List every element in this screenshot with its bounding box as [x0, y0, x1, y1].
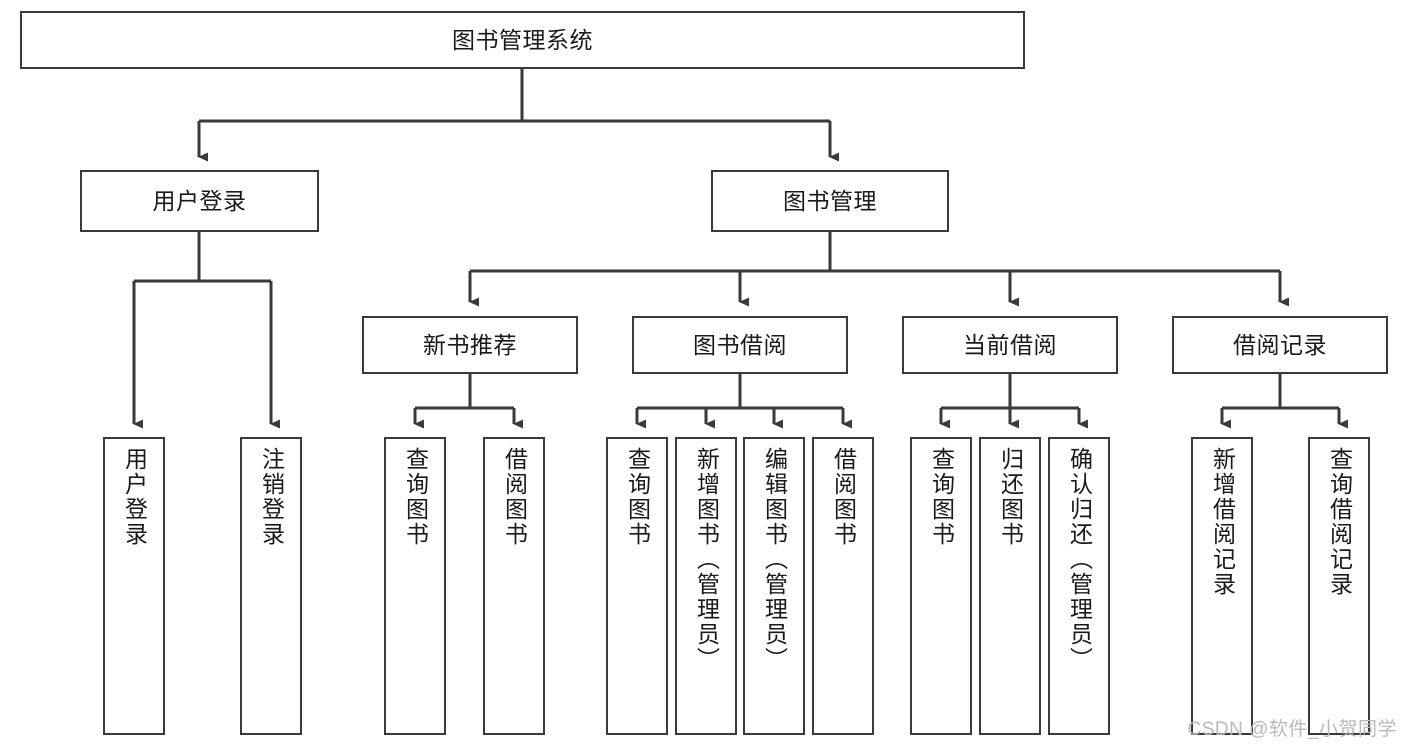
- node-leaf-add-book-label: 新增图书（管理员）: [693, 447, 720, 672]
- node-root[interactable]: 图书管理系统: [20, 11, 1025, 69]
- node-leaf-confirm-return[interactable]: 确认归还（管理员）: [1048, 437, 1110, 735]
- node-leaf-borrow-book-2-label: 借阅图书: [830, 447, 857, 547]
- node-leaf-borrow-book-1[interactable]: 借阅图书: [483, 437, 545, 735]
- node-new-book-rec-label: 新书推荐: [423, 331, 517, 358]
- node-leaf-query-record-label: 查询借阅记录: [1326, 447, 1353, 597]
- node-leaf-query-book-3[interactable]: 查询图书: [910, 437, 972, 735]
- node-current-borrow-label: 当前借阅: [963, 331, 1057, 358]
- node-leaf-user-login-label: 用户登录: [121, 447, 148, 547]
- node-leaf-add-record[interactable]: 新增借阅记录: [1191, 437, 1253, 735]
- node-leaf-edit-book[interactable]: 编辑图书（管理员）: [743, 437, 805, 735]
- node-current-borrow[interactable]: 当前借阅: [902, 316, 1118, 374]
- node-leaf-logout-label: 注销登录: [258, 447, 285, 547]
- node-leaf-query-record[interactable]: 查询借阅记录: [1308, 437, 1370, 735]
- node-book-manage-label: 图书管理: [783, 187, 877, 214]
- node-new-book-rec[interactable]: 新书推荐: [362, 316, 578, 374]
- node-leaf-query-book-2-label: 查询图书: [624, 447, 651, 547]
- node-leaf-user-login[interactable]: 用户登录: [103, 437, 165, 735]
- node-leaf-query-book-1[interactable]: 查询图书: [384, 437, 446, 735]
- node-leaf-add-record-label: 新增借阅记录: [1209, 447, 1236, 597]
- node-borrow-record[interactable]: 借阅记录: [1172, 316, 1388, 374]
- node-book-borrow[interactable]: 图书借阅: [632, 316, 848, 374]
- csdn-watermark: CSDN @软件_小贺同学: [1187, 719, 1397, 740]
- node-book-borrow-label: 图书借阅: [693, 331, 787, 358]
- node-leaf-query-book-1-label: 查询图书: [402, 447, 429, 547]
- node-leaf-return-book[interactable]: 归还图书: [979, 437, 1041, 735]
- node-leaf-return-book-label: 归还图书: [997, 447, 1024, 547]
- node-user-login[interactable]: 用户登录: [80, 170, 319, 232]
- node-leaf-confirm-return-label: 确认归还（管理员）: [1066, 447, 1093, 672]
- node-leaf-query-book-2[interactable]: 查询图书: [606, 437, 668, 735]
- node-borrow-record-label: 借阅记录: [1233, 331, 1327, 358]
- node-leaf-logout[interactable]: 注销登录: [240, 437, 302, 735]
- node-user-login-label: 用户登录: [152, 187, 247, 214]
- node-book-manage[interactable]: 图书管理: [711, 170, 949, 232]
- node-leaf-query-book-3-label: 查询图书: [928, 447, 955, 547]
- node-root-label: 图书管理系统: [452, 26, 593, 53]
- node-leaf-borrow-book-1-label: 借阅图书: [501, 447, 528, 547]
- node-leaf-borrow-book-2[interactable]: 借阅图书: [812, 437, 874, 735]
- node-leaf-edit-book-label: 编辑图书（管理员）: [761, 447, 788, 672]
- node-leaf-add-book[interactable]: 新增图书（管理员）: [675, 437, 737, 735]
